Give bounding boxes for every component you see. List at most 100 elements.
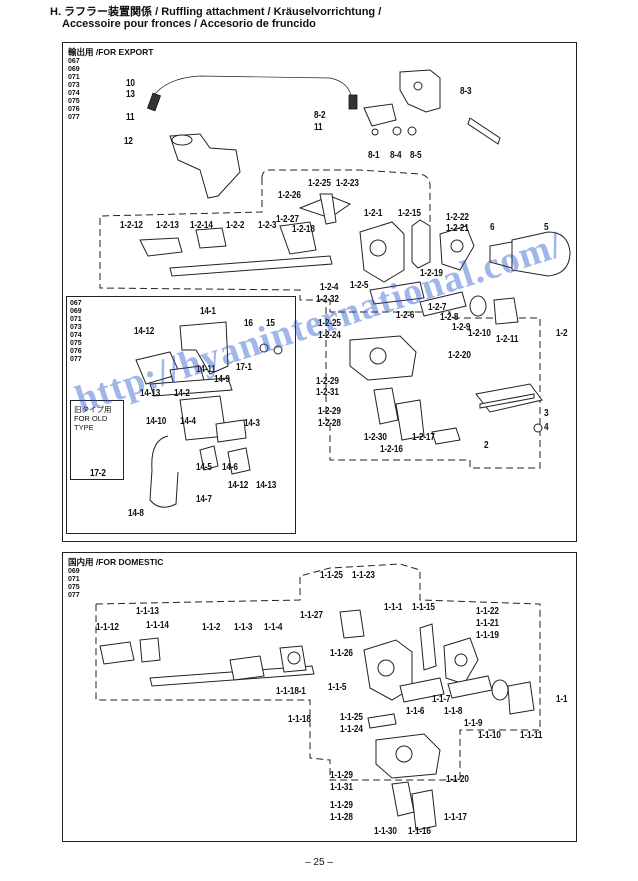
part-label: 6: [490, 222, 495, 233]
part-label: 1-2-31: [316, 387, 339, 398]
plate-1-2-12: [139, 237, 183, 257]
guide-1-1-30: [391, 781, 415, 817]
part-label: 1-2-6: [396, 310, 415, 321]
part-label: 14-8: [128, 508, 144, 519]
plate-1-2-14: [195, 227, 227, 249]
part-label: 1-1-12: [96, 622, 119, 633]
part-label: 1-1-27: [300, 610, 323, 621]
plate-1-2-5: [369, 281, 425, 305]
bracket-12: [169, 133, 241, 199]
part-label: 10: [126, 78, 135, 89]
bracket-1-2-3: [279, 221, 317, 255]
cable: [151, 75, 353, 101]
part-label: 1-2-29: [318, 406, 341, 417]
domestic-title: 国内用 /FOR DOMESTIC: [68, 557, 164, 567]
cable-connector-left: [146, 92, 162, 112]
part-label: 1-1-15: [412, 602, 435, 613]
part-label: 14-10: [146, 416, 167, 427]
part-label: 1-2-7: [428, 302, 447, 313]
part-label: 11: [126, 112, 135, 123]
part-label: 1-1-9: [464, 718, 483, 729]
bracket-8-3: [399, 69, 441, 113]
part-label: 1-2-2: [226, 220, 245, 231]
part-label: 8-2: [314, 110, 326, 121]
part-label: 1-1-8: [444, 706, 463, 717]
plate-1-1-25: [367, 713, 397, 729]
part-label: 1-1-18-1: [276, 686, 306, 697]
part-label: 14-1: [200, 306, 216, 317]
part-label: 14-12: [228, 480, 249, 491]
part-label: 14-9: [214, 374, 230, 385]
part-label: 1-1-22: [476, 606, 499, 617]
part-label: 1-1-14: [146, 620, 169, 631]
part-label: 1-1-1: [384, 602, 403, 613]
part-label: 1-1-30: [374, 826, 397, 837]
old-type-subframe: [66, 296, 296, 534]
part-label: 8-1: [368, 150, 380, 161]
part-label: 8-3: [460, 86, 472, 97]
part-label: 14-2: [174, 388, 190, 399]
part-label: 1-2-1: [364, 208, 383, 219]
part-label: 16: [244, 318, 253, 329]
part-label: 1-2-12: [120, 220, 143, 231]
part-label: 14-4: [180, 416, 196, 427]
part-label: 1-1-24: [340, 724, 363, 735]
part-label: 1-2-25: [308, 178, 331, 189]
export-assembly-outline: [99, 178, 541, 469]
part-label: 14-6: [222, 462, 238, 473]
part-label: 1-2-26: [278, 190, 301, 201]
part-label: 1-1-7: [432, 694, 451, 705]
plate-1-1-5: [399, 677, 445, 703]
part-label: 1-1-31: [330, 782, 353, 793]
part-label: 14-5: [196, 462, 212, 473]
part-label: 1-2-5: [350, 280, 369, 291]
part-label: 1-2-28: [318, 418, 341, 429]
part-label: 1-2-27: [276, 214, 299, 225]
part-label: 15: [266, 318, 275, 329]
part-label: 1-1-20: [446, 774, 469, 785]
guide-14-7: [149, 435, 179, 508]
header-line-1: H. ラフラー装置関係 / Ruffling attachment / Kräu…: [50, 6, 382, 18]
plate-8-2: [363, 103, 397, 127]
part-label: 4: [544, 422, 549, 433]
part-label: 1-1-13: [136, 606, 159, 617]
domestic-assembly-outline: [95, 563, 541, 781]
part-label: 1-2-15: [398, 208, 421, 219]
knob-5: [511, 231, 571, 277]
guide-1-2-30: [373, 387, 399, 425]
old-type-box: [70, 400, 124, 480]
part-label: 1-1-26: [330, 648, 353, 659]
part-label: 14-7: [196, 494, 212, 505]
post-1-2-15: [411, 219, 431, 269]
part-label: 1-1-25: [340, 712, 363, 723]
export-frame: [62, 42, 577, 542]
part-label: 3: [544, 408, 549, 419]
part-label: 1-2-18: [292, 224, 315, 235]
part-label: 1-2-19: [420, 268, 443, 279]
part-label: 1-1-28: [330, 812, 353, 823]
part-label: 1-1-21: [476, 618, 499, 629]
part-label: 1-2-4: [320, 282, 339, 293]
part-label: 1-2-11: [496, 334, 519, 345]
rod-1-2-2: [169, 255, 333, 277]
part-label: 1-1-23: [352, 570, 375, 581]
part-label: 14-3: [244, 418, 260, 429]
part-label: 1-1-6: [406, 706, 425, 717]
part-label: 1-1-4: [264, 622, 283, 633]
part-label: 5: [544, 222, 549, 233]
part-label: 1-1-11: [520, 730, 543, 741]
part-label: 12: [124, 136, 133, 147]
part-label: 14-11: [196, 364, 216, 375]
part-label: 1-2-10: [468, 328, 491, 339]
part-label: 1-1-19: [476, 630, 499, 641]
part-label: 1-1-16: [408, 826, 431, 837]
screw-8-3: [467, 117, 501, 145]
part-label: 13: [126, 89, 135, 100]
part-label: 1-2-17: [412, 432, 435, 443]
part-label: 14-13: [256, 480, 277, 491]
part-label: 1-2-16: [380, 444, 403, 455]
